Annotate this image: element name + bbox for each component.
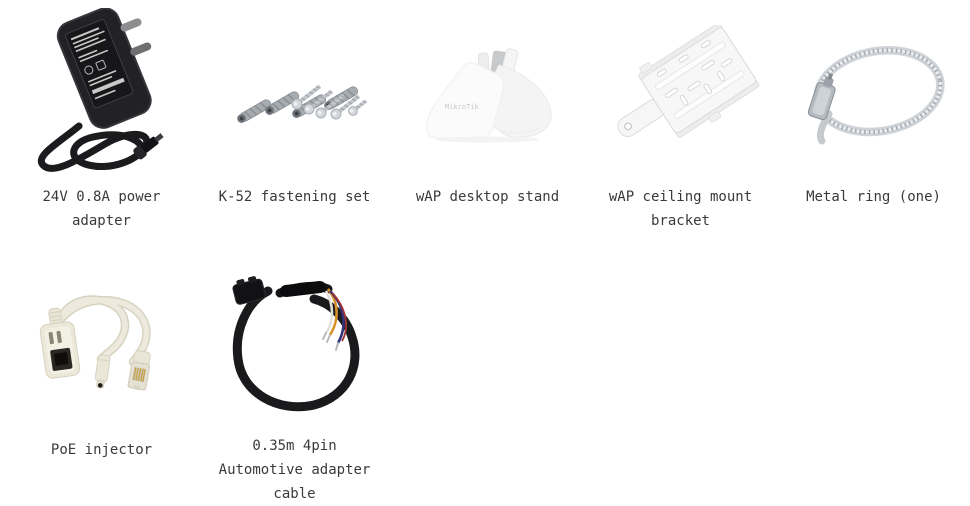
product-figure — [777, 0, 970, 185]
product-name: Metal ring (one) — [806, 189, 941, 205]
product-figure — [584, 0, 777, 185]
product-card-fastening-set[interactable]: K-52 fastening set — [198, 0, 391, 253]
product-name: wAP desktop stand — [415, 189, 560, 205]
poe-injector-image — [39, 295, 151, 391]
desktop-stand-image: MikroTik — [425, 47, 552, 142]
product-card-automotive-cable[interactable]: 0.35m 4pin Automotive adapter cable — [198, 253, 391, 506]
product-name: 0.35m 4pin Automotive adapter cable — [218, 438, 371, 502]
product-figure — [198, 0, 391, 185]
automotive-cable-image — [232, 276, 360, 412]
product-figure — [198, 253, 391, 434]
product-card-power-adapter[interactable]: 24V 0.8A power adapter — [5, 0, 198, 253]
product-name: 24V 0.8A power adapter — [42, 189, 161, 229]
product-figure: MikroTik — [391, 0, 584, 185]
stand-logo-text: MikroTik — [445, 103, 480, 111]
product-card-poe-injector[interactable]: PoE injector — [5, 253, 198, 506]
product-figure — [5, 253, 198, 438]
product-card-ceiling-bracket[interactable]: wAP ceiling mount bracket — [584, 0, 777, 253]
fastening-set-image — [236, 84, 367, 123]
product-name: K-52 fastening set — [218, 189, 371, 205]
ceiling-bracket-image — [616, 25, 759, 138]
metal-ring-image — [807, 46, 945, 145]
product-name: PoE injector — [50, 442, 153, 458]
power-adapter-image — [37, 7, 164, 172]
product-card-desktop-stand[interactable]: MikroTik wAP desktop stand — [391, 0, 584, 253]
product-card-metal-ring[interactable]: Metal ring (one) — [777, 0, 970, 253]
product-figure — [5, 0, 198, 185]
product-name: wAP ceiling mount bracket — [608, 189, 753, 229]
